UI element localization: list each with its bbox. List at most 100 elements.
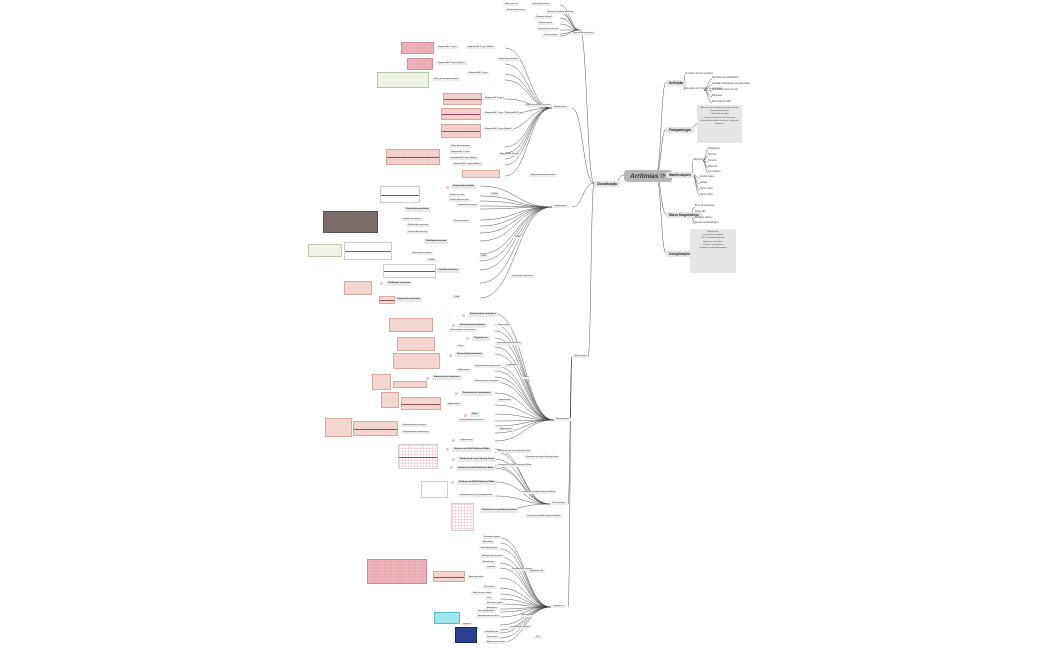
- device-thumbnail[interactable]: [434, 612, 460, 624]
- ecg-thumbnail[interactable]: [344, 281, 372, 295]
- top-item[interactable]: Doença do nó sinusal: [536, 28, 560, 32]
- pre-item[interactable]: Síndrome de Lown-Ganong-Levine: [458, 494, 495, 498]
- treat-item[interactable]: CDI: [485, 597, 493, 601]
- ecg-thumbnail[interactable]: [386, 149, 440, 165]
- top-item[interactable]: Bradicardia sinusal: [505, 9, 527, 13]
- manif-item[interactable]: Palpitações: [708, 148, 720, 150]
- tachy-item[interactable]: Fibrilhação auricular: [448, 199, 471, 203]
- ecg-thumbnail[interactable]: [325, 418, 352, 437]
- ecg-thumbnail[interactable]: [397, 337, 435, 351]
- tachy-item[interactable]: Torsade de pointes: [401, 218, 423, 222]
- definicao-sub-1[interactable]: Alteração do Automatismo: [712, 77, 739, 79]
- brady-item[interactable]: Bloqueio AV 2º grau Mobitz I: [449, 157, 480, 161]
- branch-fisiopatologia[interactable]: Fisiopatologia: [666, 127, 694, 133]
- tachy-item[interactable]: TRAV: [479, 255, 489, 259]
- top-item[interactable]: Arritmia sinusal respiratória: [546, 11, 576, 15]
- definicao-item-1[interactable]: Anomalia do ritmo cardíaco: [685, 73, 713, 75]
- branch-definicao[interactable]: Definição: [666, 80, 687, 86]
- ecg-thumbnail[interactable]: [381, 392, 399, 408]
- brady-item[interactable]: Bloqueio AV 2º grau Mobitz I: [466, 46, 497, 50]
- definicao-sub-3[interactable]: Reentrada (mais comum): [712, 89, 738, 91]
- treat-item[interactable]: Manobras vagais: [482, 536, 502, 540]
- tachy-item[interactable]: Taquicardia juncional: [455, 204, 479, 208]
- manif-item[interactable]: Tonturas: [708, 160, 717, 162]
- brady-item[interactable]: Bloqueio AV 2º grau Mobitz II: [452, 163, 483, 167]
- brady-item[interactable]: Ritmo de escape juncional: [524, 104, 553, 108]
- manif-item[interactable]: Assintomático: [700, 176, 715, 178]
- top-item[interactable]: Paragem sinusal: [534, 16, 554, 20]
- extra-item[interactable]: Bigeminismo: [456, 369, 472, 373]
- brady-item[interactable]: Bloqueio AV 1º grau: [436, 46, 459, 50]
- treat-item[interactable]: Adenosina: [481, 541, 495, 545]
- extra-item[interactable]: Pares: [470, 412, 480, 417]
- brady-item[interactable]: Bloqueio AV 1º grau: [449, 151, 472, 155]
- treat-item[interactable]: Cardioversão elétrica: [510, 568, 534, 572]
- ecg-thumbnail[interactable]: [383, 264, 436, 278]
- pre-item[interactable]: Síndrome de Wolff-Parkinson-White: [452, 447, 492, 452]
- brady-item[interactable]: Bloqueio AV 1º grau: [483, 97, 506, 101]
- treat-item[interactable]: Manobras vagais: [485, 602, 505, 606]
- tachy-item[interactable]: Fibrilhação auricular: [424, 239, 449, 244]
- treat-item[interactable]: Cardioversão elétrica: [508, 626, 532, 630]
- extra-item[interactable]: Bigeminismo: [498, 428, 514, 432]
- tachy-item[interactable]: Taquicardia ventricular: [395, 297, 422, 302]
- brady-item[interactable]: Bloqueio AV 3º grau: [467, 72, 490, 76]
- root-node[interactable]: Arritmias ⟳: [624, 170, 672, 182]
- top-item[interactable]: Doença do nó sinusal: [571, 32, 595, 36]
- ecg-thumbnail[interactable]: [380, 186, 420, 203]
- extra-item[interactable]: Extrassístoles ventriculares: [448, 329, 478, 333]
- branch-bradiarritmias[interactable]: Bradiarritmias: [552, 106, 569, 110]
- brady-item[interactable]: Ritmo de escape juncional: [529, 174, 558, 178]
- ecg-thumbnail[interactable]: [372, 374, 391, 390]
- ecg-thumbnail[interactable]: [451, 503, 474, 531]
- definicao-sub-5[interactable]: Disfunção do NSA: [712, 101, 731, 103]
- brady-item[interactable]: Bloqueio AV 2º grau Mobitz II: [483, 128, 514, 132]
- extra-item[interactable]: Extrassístoles auriculares: [495, 342, 523, 346]
- extra-item[interactable]: Extrassístoles auriculares: [432, 375, 462, 380]
- brady-item[interactable]: Ritmo de escape juncional: [432, 78, 461, 82]
- ecg-thumbnail[interactable]: [441, 124, 481, 138]
- treat-item[interactable]: Ablação por cateter: [471, 592, 494, 596]
- extra-item[interactable]: Extrassístoles ventriculares: [461, 391, 493, 396]
- tachy-item[interactable]: Taquicardia auricular: [451, 184, 476, 189]
- pre-item[interactable]: Síndrome de Lown-Ganong-Levine: [524, 456, 561, 460]
- treat-item[interactable]: Ablação por cateter: [485, 641, 508, 645]
- diag-item[interactable]: ECG 12 derivações: [695, 205, 715, 207]
- tachy-item[interactable]: Taquicardia auricular: [406, 231, 430, 235]
- top-item[interactable]: Pausa sinusal: [537, 22, 554, 26]
- top-item[interactable]: Taquicardia sinusal: [530, 3, 552, 7]
- treat-item[interactable]: Beta-bloqueantes: [476, 610, 497, 614]
- ecg-thumbnail[interactable]: [308, 244, 342, 257]
- diag-item[interactable]: Estudo eletrofisiológico: [695, 222, 719, 224]
- pre-item[interactable]: Síndrome de Wolff-Parkinson-White: [457, 480, 497, 485]
- tachy-item[interactable]: Taquicardia juncional: [410, 252, 434, 256]
- extra-item[interactable]: Extrassístoles auriculares: [458, 419, 486, 423]
- tachy-item[interactable]: Taquicardia ventricular: [404, 207, 431, 212]
- branch-complicacoes[interactable]: Complicações: [666, 251, 694, 257]
- top-item[interactable]: Ritmo sinusal: [503, 3, 520, 7]
- treat-item[interactable]: Amiodarona: [481, 561, 497, 565]
- ecg-thumbnail[interactable]: [407, 58, 433, 70]
- pre-item[interactable]: Síndrome de Lown-Ganong-Levine: [458, 457, 497, 462]
- branch-classificacao-sub[interactable]: Classificação: [572, 355, 589, 359]
- treat-item[interactable]: Beta-bloqueantes: [479, 547, 500, 551]
- extra-item[interactable]: Trigeminismo: [472, 336, 490, 341]
- ecg-thumbnail[interactable]: [443, 93, 482, 105]
- tachy-item[interactable]: Flutter auricular: [448, 194, 467, 198]
- tachy-item[interactable]: TRAV: [452, 296, 462, 300]
- ecg-thumbnail[interactable]: [353, 421, 398, 436]
- extra-item[interactable]: Trigeminismo: [458, 439, 475, 443]
- extra-item[interactable]: Extrassístoles ventriculares: [473, 365, 503, 369]
- treat-item[interactable]: Pacemaker: [482, 586, 497, 590]
- extra-item[interactable]: Extrassístoles juncionais: [401, 424, 428, 428]
- tachy-item[interactable]: TRAV: [513, 236, 523, 240]
- manif-item[interactable]: Fadiga: [700, 182, 708, 184]
- ecg-thumbnail[interactable]: [462, 170, 500, 178]
- treat-item[interactable]: Amiodarona: [520, 614, 536, 618]
- tachy-item[interactable]: Torsade de pointes: [437, 268, 460, 273]
- manif-item[interactable]: Dor torácica: [708, 171, 721, 173]
- extra-item[interactable]: Extrassístoles auriculares: [468, 312, 498, 317]
- treat-item[interactable]: Adenosina: [485, 607, 499, 611]
- treat-item[interactable]: Pacemaker: [485, 636, 500, 640]
